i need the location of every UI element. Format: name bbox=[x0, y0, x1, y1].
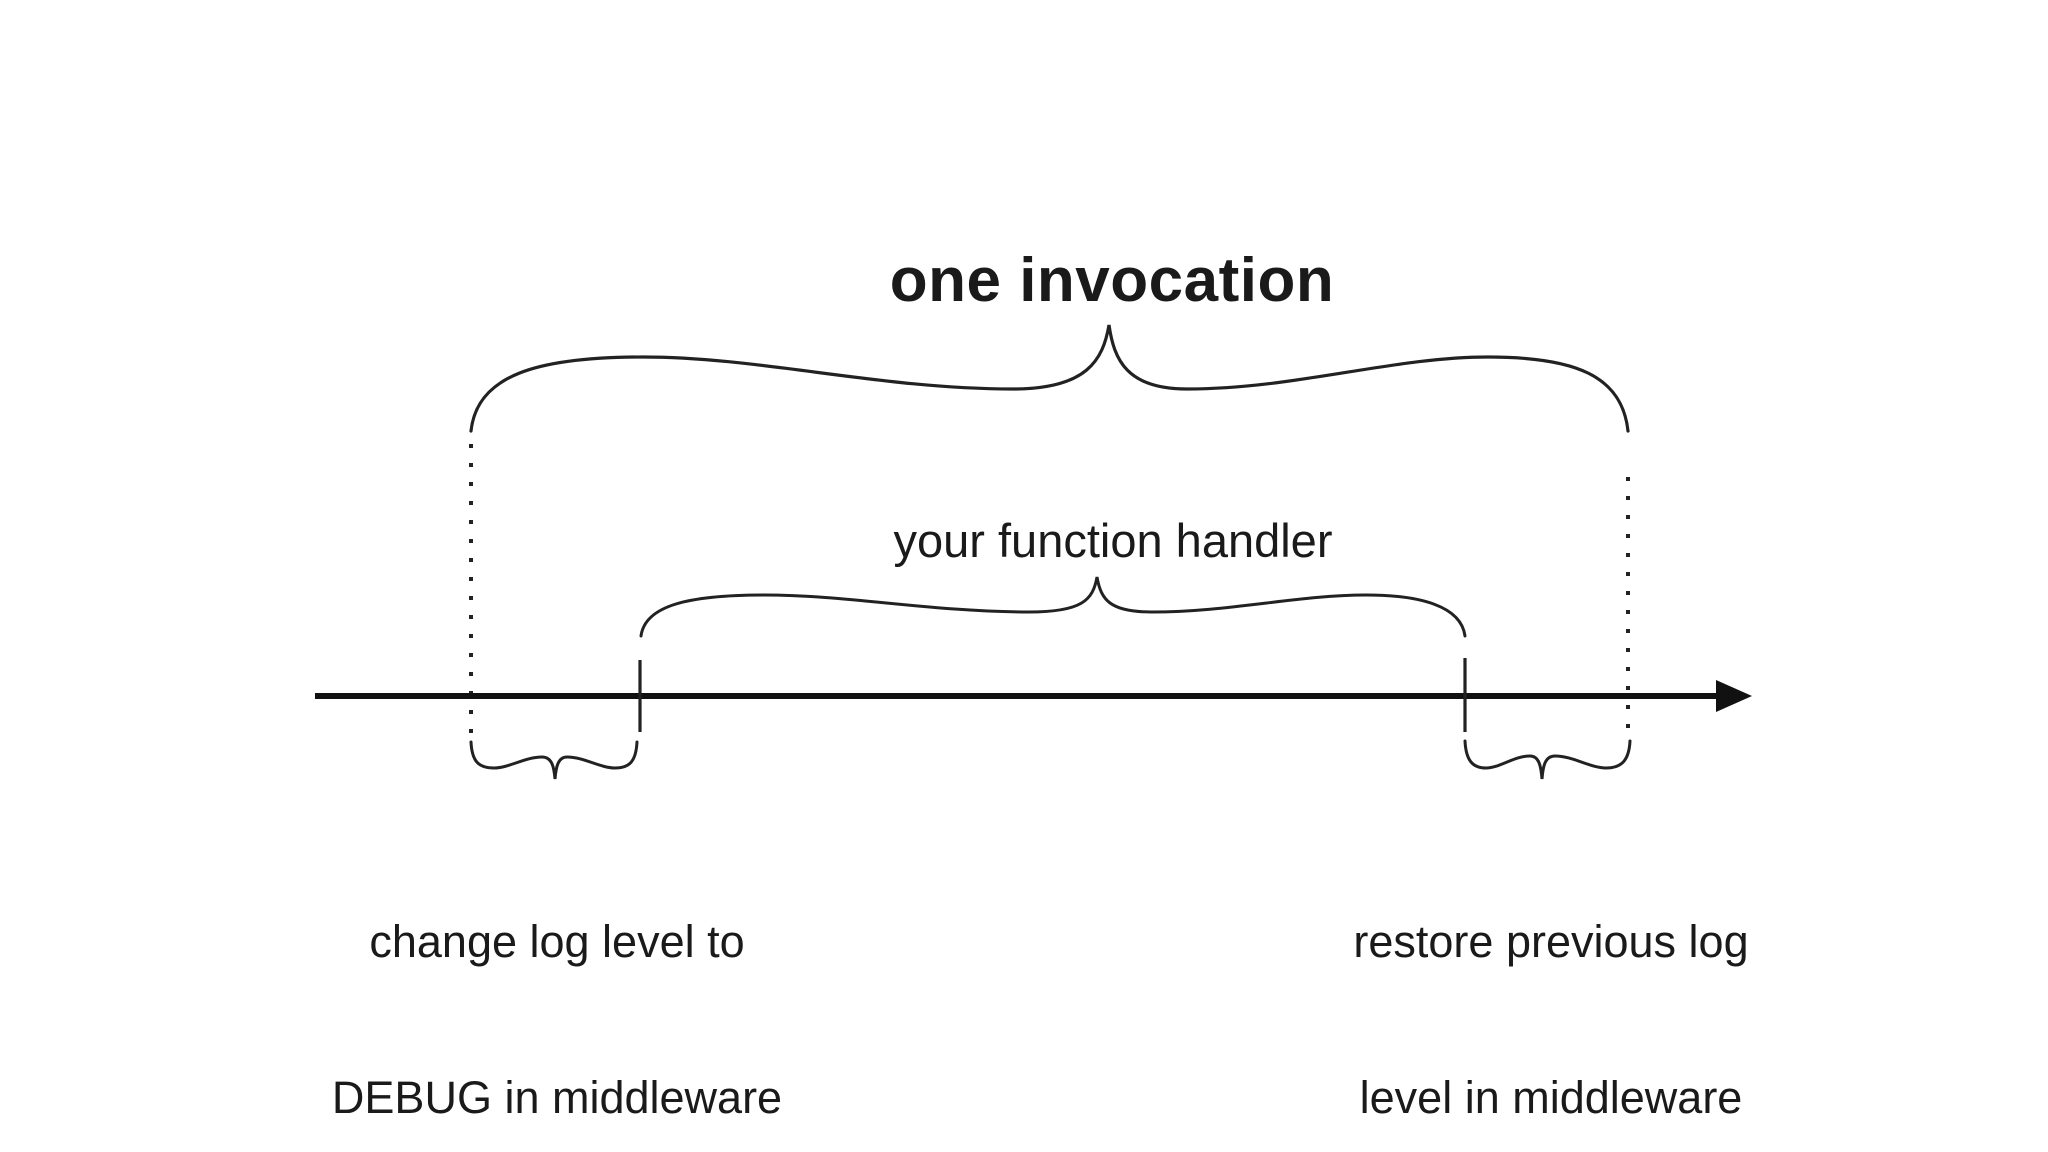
annotation-change-log-level: change log level to DEBUG in middleware bbox=[237, 812, 877, 1152]
underbrace-change-log-level bbox=[469, 740, 639, 780]
annotation-restore-log-level-line2: level in middleware bbox=[1359, 1072, 1743, 1123]
label-your-function-handler: your function handler bbox=[893, 514, 1333, 567]
brace-your-function-handler bbox=[639, 576, 1467, 638]
overbrace-one-invocation bbox=[469, 324, 1630, 433]
annotation-restore-log-level: restore previous log level in middleware bbox=[1231, 812, 1871, 1152]
timeline-arrowhead-icon bbox=[1716, 680, 1752, 712]
title-one-invocation: one invocation bbox=[889, 246, 1335, 315]
annotation-change-log-level-line2: DEBUG in middleware bbox=[331, 1072, 783, 1123]
underbrace-restore-log-level bbox=[1463, 739, 1632, 780]
annotation-change-log-level-line1: change log level to bbox=[369, 916, 745, 967]
annotation-restore-log-level-line1: restore previous log bbox=[1353, 916, 1749, 967]
